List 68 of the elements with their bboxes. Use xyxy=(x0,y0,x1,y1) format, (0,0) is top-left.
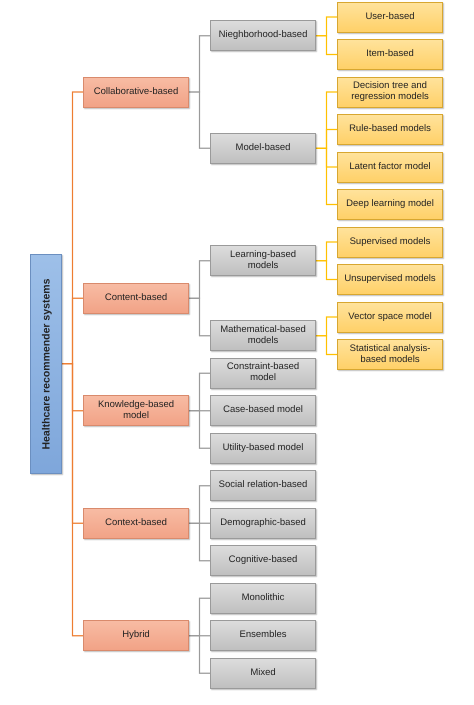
category-box xyxy=(83,508,189,539)
node-label: Utility-based model xyxy=(222,442,304,454)
subcategory-box xyxy=(210,20,316,52)
node-label: Constraint-based model xyxy=(226,362,300,384)
connector-line xyxy=(316,148,337,206)
method-box xyxy=(337,39,443,70)
category-box xyxy=(83,620,189,652)
connector-line xyxy=(189,298,210,336)
node-label: Deep learning model xyxy=(346,199,434,210)
connector-line xyxy=(189,635,210,674)
category-box xyxy=(83,282,189,314)
node-label: User-based xyxy=(365,12,415,22)
node-label: Demographic-based xyxy=(220,518,306,529)
node-label: Monolithic xyxy=(242,592,284,604)
connector-line xyxy=(189,522,210,562)
node-label: Model-based xyxy=(236,142,290,154)
method-box xyxy=(337,302,443,332)
root-label: Healthcare recommender systems xyxy=(40,278,52,450)
connector-line xyxy=(189,91,210,149)
node-label: Statistical analysis-based models xyxy=(348,344,432,366)
connector-line xyxy=(62,363,83,636)
node-label: Mixed xyxy=(250,668,276,679)
node-label: Collaborative-based xyxy=(94,86,178,98)
subcategory-box xyxy=(210,245,316,276)
method-box xyxy=(337,264,443,295)
subcategory-box xyxy=(210,320,316,352)
subcategory-box xyxy=(210,395,316,426)
connector-line xyxy=(316,260,337,280)
subcategory-box xyxy=(210,358,316,389)
subcategory-box xyxy=(210,620,316,652)
node-label: Context-based xyxy=(105,518,167,529)
subcategory-box xyxy=(210,508,316,539)
node-label: Unsupervised models xyxy=(344,274,436,285)
connector-line xyxy=(316,35,337,56)
node-label: Cognitive-based xyxy=(228,555,298,566)
node-label: Content-based xyxy=(104,292,168,304)
subcategory-box xyxy=(210,432,316,464)
method-box xyxy=(337,226,443,258)
method-box xyxy=(337,114,443,145)
category-box xyxy=(83,395,189,426)
root-box xyxy=(30,254,62,474)
node-label: Hybrid xyxy=(122,630,150,642)
method-box xyxy=(337,339,443,370)
node-label: Item-based xyxy=(366,49,414,60)
node-label: Case-based model xyxy=(223,405,303,416)
subcategory-box xyxy=(210,582,316,614)
category-box xyxy=(83,76,189,108)
method-box xyxy=(337,2,443,32)
node-label: Learning-based models xyxy=(228,250,298,272)
node-label: Supervised models xyxy=(350,236,430,248)
method-box xyxy=(337,152,443,182)
method-box xyxy=(337,76,443,108)
node-label: Social relation-based xyxy=(218,480,308,492)
subcategory-box xyxy=(210,545,316,576)
subcategory-box xyxy=(210,470,316,502)
node-label: Decision tree and regression models xyxy=(350,81,430,103)
subcategory-box xyxy=(210,658,316,689)
subcategory-box xyxy=(210,132,316,164)
connector-line xyxy=(189,410,210,449)
node-label: Knowledge-based model xyxy=(96,400,176,422)
node-label: Vector space model xyxy=(348,312,432,322)
node-label: Mathematical-based models xyxy=(219,324,307,347)
node-label: Rule-based models xyxy=(349,124,431,135)
connector-line xyxy=(316,335,337,356)
node-label: Nieghborhood-based xyxy=(218,30,308,42)
method-box xyxy=(337,189,443,220)
node-label: Ensembles xyxy=(240,630,286,642)
node-label: Latent factor model xyxy=(349,162,431,172)
